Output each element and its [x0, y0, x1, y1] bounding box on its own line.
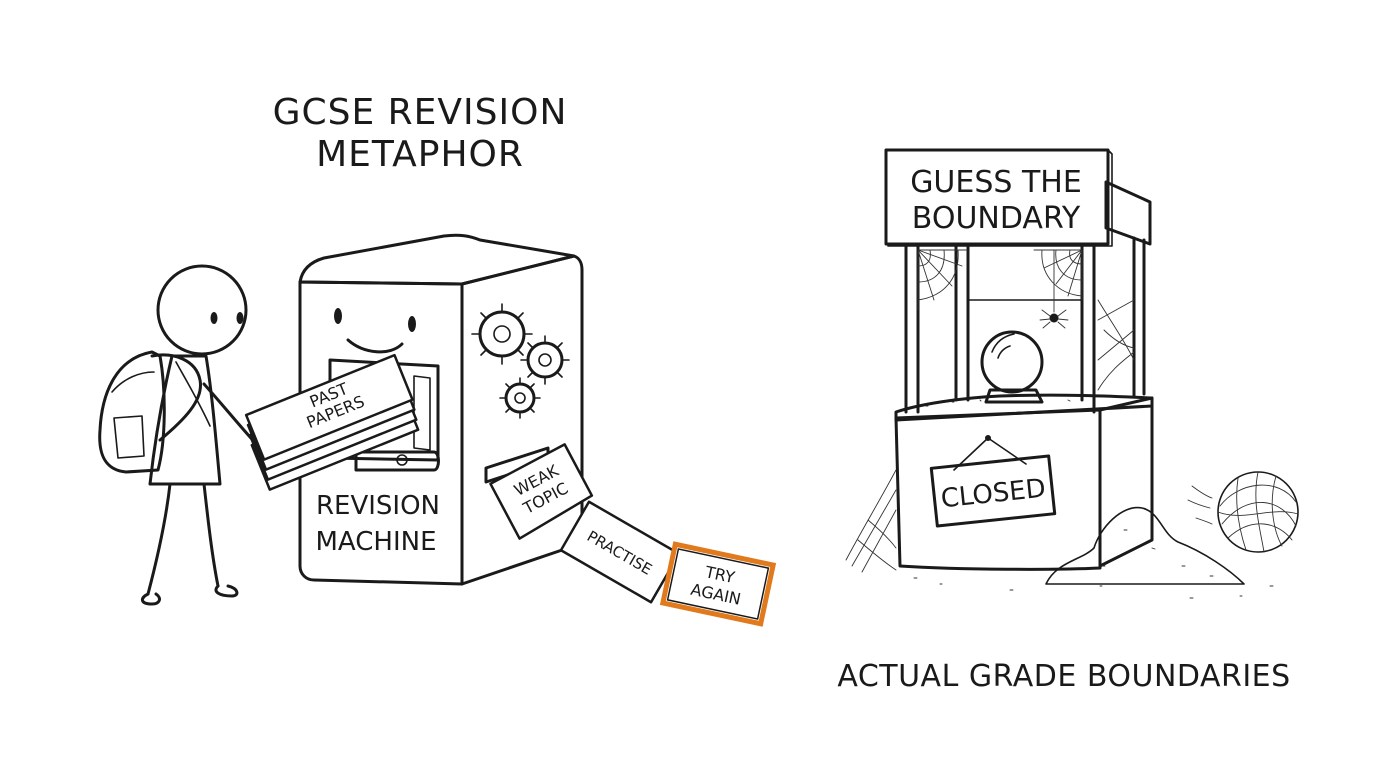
- ground-specks: [913, 577, 1274, 599]
- cobweb-icon: [917, 249, 967, 311]
- past-papers-stack[interactable]: PAST PAPERS: [241, 353, 424, 491]
- right-caption: ACTUAL GRADE BOUNDARIES: [837, 659, 1290, 694]
- cobweb-icon: [845, 469, 897, 573]
- card-practise[interactable]: PRACTISE: [559, 500, 681, 604]
- tumbleweed-icon: [1187, 471, 1299, 553]
- cobweb-icon: [1033, 249, 1083, 301]
- backpack-icon: [98, 350, 202, 474]
- machine-label-line1: REVISION: [316, 491, 440, 521]
- booth-sign-line2: BOUNDARY: [912, 201, 1081, 236]
- card-weak-topic[interactable]: WEAK TOPIC: [489, 443, 594, 540]
- guess-booth: GUESS THE BOUNDARY CLOSED: [845, 148, 1245, 585]
- left-title-line1: GCSE REVISION: [273, 92, 568, 133]
- left-title: GCSE REVISION METAPHOR: [273, 92, 568, 175]
- left-title-line2: METAPHOR: [316, 134, 524, 175]
- closed-sign: CLOSED: [929, 435, 1057, 528]
- gear-icon: [499, 377, 541, 419]
- spider-icon: [1039, 249, 1069, 329]
- cobweb-icon: [1097, 299, 1135, 391]
- closed-sign-label: CLOSED: [939, 474, 1047, 515]
- card-try-again[interactable]: TRY AGAIN: [659, 541, 777, 627]
- crystal-ball-icon: [980, 330, 1044, 404]
- booth-sign-line1: GUESS THE: [910, 165, 1082, 200]
- machine-label-line2: MACHINE: [315, 527, 436, 557]
- gear-icon: [471, 303, 533, 365]
- gear-icon: [520, 335, 570, 385]
